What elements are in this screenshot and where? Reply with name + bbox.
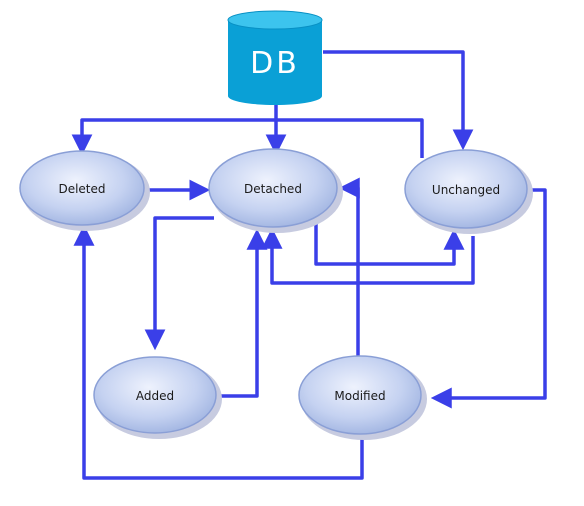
node-added: Added <box>93 356 222 439</box>
edge-modified-to-detached <box>338 177 360 356</box>
database-cylinder: DB <box>227 10 323 105</box>
node-modified-label: Modified <box>334 389 385 403</box>
edge-detached-to-unchanged <box>314 220 465 266</box>
edge-unchanged-to-modified <box>430 188 547 409</box>
node-added-label: Added <box>136 389 174 403</box>
edge-unchanged-to-detached <box>261 227 475 285</box>
edge-modified-to-deleted <box>73 224 364 480</box>
edge-detached-to-added <box>144 216 214 351</box>
edge-db-to-unchanged <box>323 50 474 151</box>
node-modified: Modified <box>298 355 427 440</box>
node-deleted-label: Deleted <box>58 182 105 196</box>
node-detached-label: Detached <box>244 182 302 196</box>
node-deleted: Deleted <box>19 150 150 231</box>
edge-unchanged-to-deleted <box>71 118 424 158</box>
node-unchanged-label: Unchanged <box>432 183 500 197</box>
node-detached: Detached <box>208 148 343 233</box>
node-unchanged: Unchanged <box>404 149 533 234</box>
edge-added-to-detached <box>220 228 268 398</box>
database-label: DB <box>250 46 300 81</box>
